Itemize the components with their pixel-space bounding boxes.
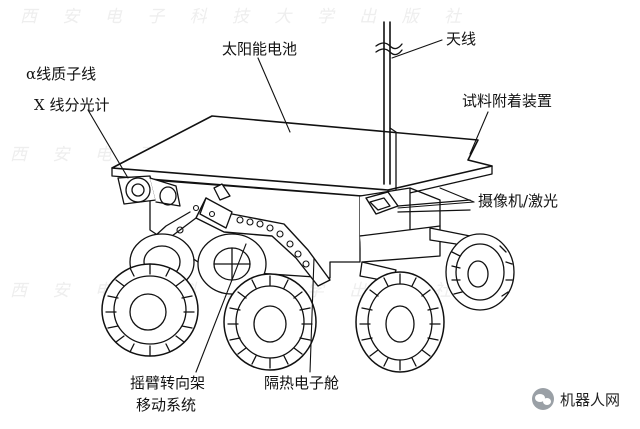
label-warm-box: 隔热电子舱	[264, 374, 340, 392]
wechat-icon	[532, 388, 554, 410]
solar-panel-deck	[111, 115, 493, 199]
leader-camera-laser	[397, 201, 475, 209]
leader-rocker	[195, 243, 247, 373]
label-rocker-line1: 摇臂转向架	[130, 374, 206, 392]
label-camera-laser: 摄像机/激光	[478, 192, 559, 210]
brand-badge: 机器人网	[532, 386, 620, 412]
leader-warm-box	[309, 257, 315, 373]
label-antenna: 天线	[446, 30, 477, 48]
label-apxs-line1: α线质子线	[26, 65, 97, 83]
wheel-right-back	[445, 233, 515, 311]
label-rocker-line2: 移动系统	[136, 396, 197, 414]
leader-lines	[87, 39, 489, 373]
watermark-top: 西 安 电 子 科 技 大 学 出 版 社	[20, 7, 472, 27]
brand-name: 机器人网	[560, 390, 621, 409]
apxs-instrument	[117, 175, 181, 207]
leader-solar-panel	[257, 57, 291, 133]
leader-sample-attachment	[469, 111, 489, 155]
label-sample-attachment: 试料附着装置	[462, 92, 553, 110]
wheel-front-right	[355, 271, 445, 373]
leader-antenna	[391, 39, 443, 59]
leader-apxs	[87, 109, 129, 179]
antenna	[375, 21, 403, 191]
leader-camera-laser-2	[439, 187, 475, 203]
label-apxs-line2: X 线分光计	[34, 96, 110, 114]
wheel-front-left	[101, 263, 199, 357]
wheel-front-center	[223, 273, 317, 371]
label-solar-panel: 太阳能电池	[222, 40, 298, 58]
